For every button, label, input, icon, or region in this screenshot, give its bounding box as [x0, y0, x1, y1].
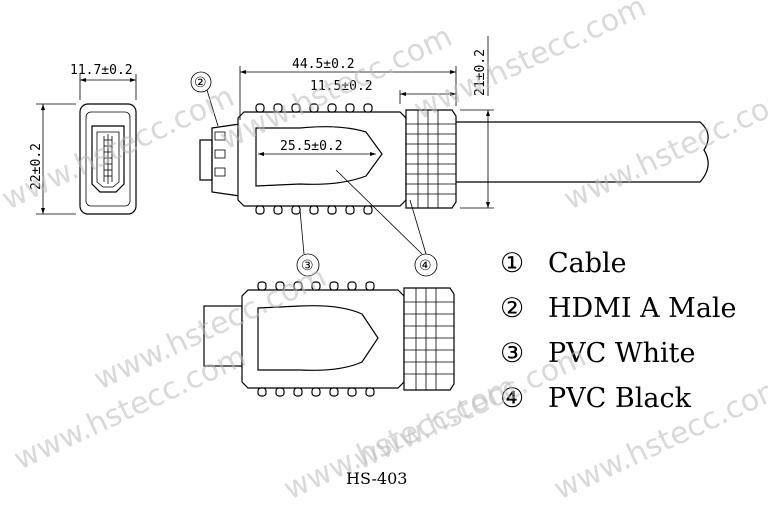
callout-4: ④	[419, 258, 432, 274]
legend-label-hdmi: HDMI A Male	[548, 293, 737, 324]
dim-boot-height: 21±0.2	[473, 49, 488, 96]
dim-boot-length: 11.5±0.2	[310, 79, 373, 94]
dim-overall-length: 44.5±0.2	[292, 57, 355, 72]
legend-label-cable: Cable	[548, 248, 627, 279]
legend-label-pvc-black: PVC Black	[548, 383, 692, 414]
legend-label-pvc-white: PVC White	[548, 338, 696, 369]
dim-socket-width: 11.7±0.2	[70, 63, 133, 78]
socket-front-view: 11.7±0.2 22±0.2	[29, 63, 137, 215]
callout-2: ②	[194, 75, 207, 91]
dim-insert-length: 25.5±0.2	[280, 139, 343, 154]
watermark: www.hstecc.com	[409, 0, 652, 127]
body-grip-nubs-top	[255, 103, 373, 215]
connector-side-view-top: 25.5±0.2 44.5±0.2 11.5±0.2 21±0.2	[199, 36, 709, 215]
parts-legend: ① Cable ② HDMI A Male ③ PVC White ④ PVC …	[500, 248, 737, 414]
socket-pins	[103, 134, 113, 184]
callout-3: ③	[301, 258, 314, 274]
legend-num-3: ③	[500, 338, 524, 369]
legend-num-1: ①	[500, 248, 524, 279]
dim-socket-height: 22±0.2	[29, 143, 44, 190]
model-number: HS-403	[346, 469, 407, 488]
callouts: ② ③ ④	[190, 71, 438, 277]
legend-num-2: ②	[500, 293, 524, 324]
connector-side-view-bottom	[203, 281, 455, 397]
watermark: www.hstecc.com	[559, 79, 768, 217]
legend-num-4: ④	[500, 383, 524, 414]
